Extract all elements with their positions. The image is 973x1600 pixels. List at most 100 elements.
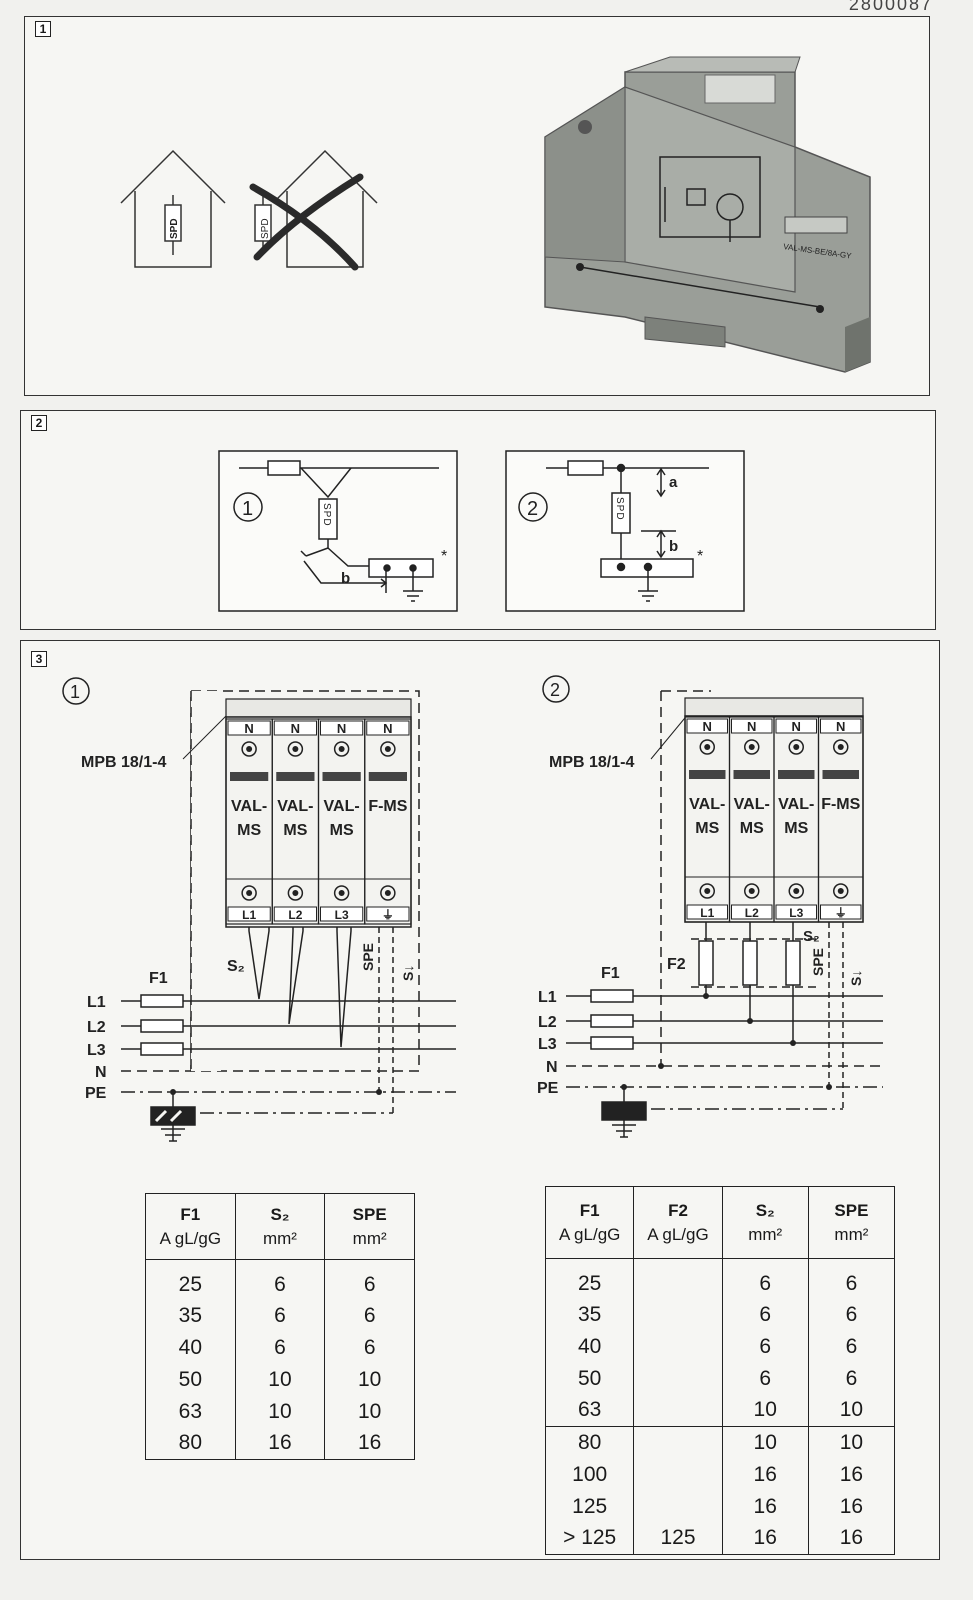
wiring-diagram-2	[505, 450, 745, 612]
device-illustration-icon	[544, 56, 871, 373]
left-circle-number: 1	[70, 682, 80, 702]
table-cell: 6	[721, 1362, 809, 1395]
terminal-screw-center-icon	[837, 744, 844, 750]
terminal-screw-icon[interactable]	[744, 883, 760, 899]
left-pe-label: PE	[85, 1085, 107, 1102]
table-cell: 10	[234, 1363, 326, 1396]
wiring-diagram-1	[218, 450, 458, 612]
table-cell: 6	[807, 1330, 896, 1363]
table-cell: 80	[145, 1427, 236, 1460]
table-cell: 16	[807, 1522, 896, 1555]
table-cell: 50	[145, 1363, 236, 1396]
terminal-screw-icon[interactable]	[241, 885, 257, 901]
module-name-line1: VAL-	[231, 798, 267, 815]
right-s2-label: S₂	[803, 928, 820, 945]
module-name-line1: VAL-	[324, 798, 360, 815]
table-cell: 63	[544, 1394, 635, 1427]
terminal-screw-center-icon	[338, 890, 345, 896]
terminal-screw-icon[interactable]	[287, 885, 304, 901]
terminal-screw-icon[interactable]	[380, 741, 396, 757]
table-cell: 6	[234, 1331, 326, 1364]
table-cell	[633, 1330, 723, 1363]
brand-label-icon	[230, 772, 269, 781]
table-cell: 16	[721, 1458, 809, 1491]
panel-1: 1 SPD SPD	[24, 16, 930, 396]
terminal-screw-center-icon	[384, 746, 391, 752]
terminal-screw-center-icon	[384, 890, 391, 896]
table-cell	[633, 1490, 723, 1523]
panel-2: 2 1 SPD b *	[20, 410, 936, 630]
terminal-screw-icon[interactable]	[699, 739, 715, 755]
left-l2-label: L2	[87, 1019, 106, 1036]
table-cell: 25	[544, 1258, 635, 1299]
module-name-line1: VAL-	[689, 796, 725, 813]
terminal-screw-icon[interactable]	[788, 883, 804, 899]
table-cell: 6	[324, 1259, 415, 1300]
right-l1-label: L1	[538, 989, 557, 1006]
table-cell: 6	[324, 1299, 415, 1332]
module-name-line1: F-MS	[368, 798, 407, 815]
left-l1-label: L1	[87, 994, 106, 1011]
right-f1-label: F1	[601, 965, 620, 982]
terminal-screw-icon[interactable]	[241, 741, 257, 757]
right-spe-label: SPE	[810, 948, 826, 976]
terminal-screw-center-icon	[704, 888, 711, 894]
table-cell: 6	[721, 1330, 809, 1363]
diagram1-b-label: b	[341, 570, 350, 587]
terminal-screw-icon[interactable]	[788, 739, 804, 755]
panel-number: 2	[31, 415, 47, 431]
left-s1-label: S↓	[400, 965, 416, 981]
house-ok-spd-label: SPD	[169, 218, 180, 239]
table-cell: 40	[544, 1330, 635, 1363]
terminal-screw-icon[interactable]	[287, 741, 304, 757]
module-top-label: N	[291, 721, 300, 736]
table-cell: 6	[721, 1258, 809, 1299]
terminal-screw-center-icon	[704, 744, 711, 750]
table-cell	[633, 1362, 723, 1395]
module-bottom-label: L3	[789, 906, 803, 920]
module-name-line2: MS	[784, 820, 808, 837]
module-bottom-label: L1	[242, 908, 256, 922]
panel-2-diagrams: 1 SPD b * 2	[218, 450, 745, 612]
diagram2-spd-label: SPD	[614, 497, 625, 521]
module-top-label: N	[836, 719, 845, 734]
table-cell: 6	[234, 1299, 326, 1332]
house-ok-icon	[120, 149, 226, 268]
left-mpb-label: MPB 18/1-4	[81, 754, 166, 771]
brand-label-icon	[822, 770, 859, 779]
module-bottom-label: L1	[700, 906, 714, 920]
terminal-screw-icon[interactable]	[744, 739, 760, 755]
terminal-screw-icon[interactable]	[333, 885, 350, 901]
terminal-screw-icon[interactable]	[333, 741, 350, 757]
table-cell: 125	[544, 1490, 635, 1523]
terminal-screw-icon[interactable]	[833, 883, 849, 899]
module-name-line2: MS	[740, 820, 764, 837]
table-cell	[633, 1426, 723, 1459]
left-wiring-diagram: 1 MPB 18/1-4 NVAL-MSL1NVAL-MSL2NVAL-MSL3…	[62, 677, 456, 1142]
table-cell: 10	[234, 1395, 326, 1428]
left-spe-label: SPE	[360, 943, 376, 971]
terminal-screw-icon[interactable]	[833, 739, 849, 755]
right-pe-label: PE	[537, 1080, 559, 1097]
brand-label-icon	[322, 772, 361, 781]
diagram2-a-label: a	[669, 474, 678, 491]
terminal-screw-icon[interactable]	[380, 885, 396, 901]
terminal-screw-icon[interactable]	[699, 883, 715, 899]
module-top-label: N	[703, 719, 712, 734]
diagram2-star: *	[697, 548, 703, 565]
